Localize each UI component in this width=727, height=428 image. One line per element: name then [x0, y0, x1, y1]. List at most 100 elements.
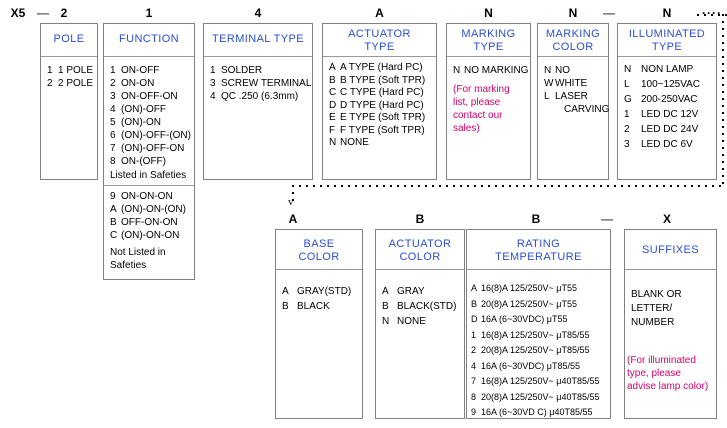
- title-line-2: TEMPERATURE: [495, 251, 582, 263]
- code-actuator-type: A: [375, 6, 384, 20]
- code-continuation-dots: ····: [702, 6, 722, 20]
- option-value: NO: [555, 65, 570, 76]
- option-key: 4: [210, 91, 216, 102]
- option-key: A: [471, 283, 478, 293]
- option-value: CARVING: [564, 104, 610, 115]
- box-suffixes-title: SUFFIXES: [625, 230, 716, 270]
- box-rating-temperature-title: RATING TEMPERATURE: [467, 230, 610, 270]
- option-value: (ON)-OFF: [121, 104, 166, 115]
- option-row: A(ON)-ON-(ON): [110, 203, 190, 216]
- option-value: LASER: [555, 91, 588, 102]
- option-value: GRAY: [397, 286, 425, 297]
- option-value: LED DC 24V: [641, 124, 699, 135]
- code-terminal-type: 4: [254, 6, 262, 20]
- option-key: 8: [110, 156, 116, 167]
- option-key: L: [624, 79, 630, 90]
- box-pole-title: POLE: [41, 24, 97, 57]
- option-value: 16(8)A 125/250V~ μT55: [481, 283, 578, 293]
- box-suffixes: SUFFIXES BLANK OR LETTER/ NUMBER (For il…: [624, 229, 717, 419]
- option-key: G: [624, 94, 632, 105]
- option-key: 2: [624, 124, 630, 135]
- option-key: B: [471, 298, 478, 309]
- option-value: D TYPE (Hard PC): [340, 99, 424, 111]
- option-key: 2: [110, 78, 116, 89]
- option-value: 1 POLE: [58, 65, 94, 76]
- option-key: 1: [47, 65, 53, 76]
- option-value: (ON)-ON: [121, 117, 161, 128]
- option-row: 7 (ON)-OFF-ON: [110, 142, 190, 155]
- option-value: 16A (6~30VD C) μ40T85/55: [481, 407, 593, 417]
- code-marking-color: N: [568, 6, 578, 20]
- option-key: B: [329, 74, 336, 86]
- box-pole-body: 1 1 POLE 2 2 POLE: [41, 57, 97, 94]
- option-key: A: [329, 62, 336, 73]
- option-value: ON-ON-ON: [121, 191, 173, 202]
- option-key: A: [382, 286, 389, 297]
- option-key: 9: [110, 191, 116, 202]
- title-line-1: MARKING: [545, 28, 601, 40]
- option-key: 1: [624, 109, 630, 120]
- suffixes-note: (For illuminated type, please advise lam…: [627, 355, 709, 392]
- code-marking-type: N: [484, 6, 493, 20]
- divider: [104, 185, 194, 186]
- option-value: NO MARKING: [464, 65, 529, 76]
- box-marking-type-title: MARKING TYPE: [447, 24, 530, 57]
- option-key: C: [329, 87, 337, 98]
- option-row: CARVING: [544, 103, 609, 116]
- option-value: BLACK(STD): [397, 301, 457, 312]
- option-row: C(ON)-ON-ON: [110, 229, 190, 242]
- option-row: A GRAY: [382, 284, 460, 299]
- option-key: N: [382, 316, 390, 327]
- function-safeties-note: Listed in Safeties: [110, 170, 187, 181]
- box-marking-color-title: MARKING COLOR: [538, 24, 608, 57]
- box-function-title: FUNCTION: [104, 24, 194, 57]
- option-key: 8: [471, 391, 477, 402]
- option-value: B TYPE (Soft TPR): [340, 74, 426, 86]
- option-value: ON-OFF-ON: [121, 91, 178, 102]
- option-key: 2: [47, 78, 53, 89]
- code-actuator-color: B: [415, 212, 425, 226]
- code-pole: 2: [60, 6, 68, 20]
- marking-type-note: (For marking list, please contact our sa…: [453, 84, 510, 134]
- option-value: (ON)-OFF-ON: [121, 143, 185, 154]
- option-key: 7: [110, 143, 116, 154]
- option-key: E: [329, 112, 336, 123]
- code-separator-3: —: [601, 212, 613, 226]
- option-key: N: [329, 137, 337, 148]
- option-value: SOLDER: [221, 65, 263, 76]
- option-key: 5: [110, 117, 116, 128]
- option-key: W: [544, 78, 554, 89]
- option-key: N: [544, 65, 552, 76]
- option-value: 2 POLE: [58, 78, 94, 89]
- title-line-2: TYPE: [364, 41, 395, 53]
